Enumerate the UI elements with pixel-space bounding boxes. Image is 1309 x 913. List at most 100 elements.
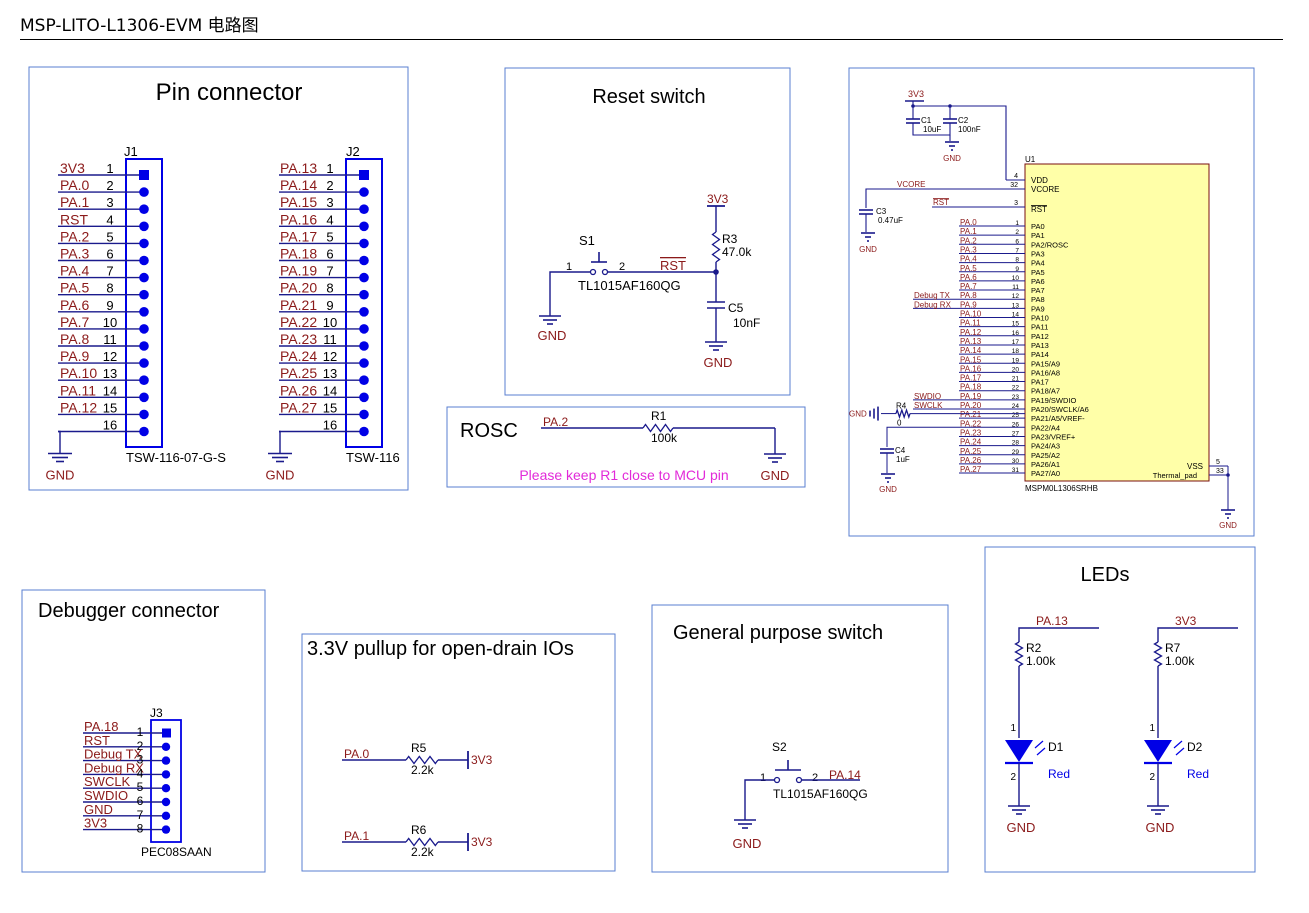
debugger-pin-dot	[161, 742, 171, 751]
led-r-ref: R2	[1026, 641, 1042, 655]
mcu-r4-val: 0	[897, 419, 902, 428]
reset-sw-pin1: 1	[566, 261, 572, 273]
j2-pin-dot	[359, 409, 369, 420]
j1-pin-number: 9	[106, 298, 113, 313]
reset-switch-contact-a	[589, 268, 597, 276]
debugger-pin-number: 4	[137, 766, 144, 780]
j2-net-label: PA.24	[280, 348, 317, 364]
mcu-port-net: PA.4	[960, 255, 977, 264]
gp-switch-title: General purpose switch	[673, 622, 883, 644]
j2-pin-number: 11	[323, 332, 337, 347]
j1-net-label: PA.11	[60, 382, 96, 398]
mcu-port-name: PA19/SWDIO	[1031, 396, 1076, 405]
j1-pin-number: 5	[106, 229, 113, 244]
mcu-port-net: PA.17	[960, 374, 982, 383]
j2-pin-number: 2	[326, 178, 333, 193]
mcu-frame	[848, 67, 1255, 537]
led-diode-icon	[1144, 740, 1172, 762]
mcu-port-name: PA13	[1031, 341, 1049, 350]
mcu-c4-wire	[886, 426, 959, 447]
mcu-body	[1024, 163, 1210, 482]
j2-pin-number: 3	[326, 195, 333, 210]
debugger-body	[150, 719, 182, 843]
j2-net-label: PA.16	[280, 211, 317, 227]
j1-pin-dot	[139, 221, 149, 232]
mcu-port-name: PA21/A5/VREF-	[1031, 414, 1085, 423]
j1-pin-number: 11	[103, 332, 117, 347]
reset-r3-ref: R3	[722, 232, 738, 246]
rosc-title: ROSC	[460, 420, 518, 442]
debugger-part: PEC08SAAN	[141, 845, 212, 859]
mcu-vdd-name: VDD	[1031, 176, 1048, 185]
gp-net-label: PA.14	[829, 768, 861, 782]
j1-pin1-square	[139, 170, 149, 180]
j2-net-label: PA.17	[280, 228, 317, 244]
pullup-vcc-label: 3V3	[471, 835, 493, 849]
j2-pin-dot	[359, 255, 369, 266]
j1-net-label: PA.1	[60, 194, 90, 210]
title-rule	[20, 39, 1283, 40]
j2-pin-dot	[359, 358, 369, 368]
mcu-port-name: PA7	[1031, 286, 1045, 295]
debugger-ref: J3	[150, 706, 163, 720]
mcu-vcore-name: VCORE	[1031, 185, 1059, 194]
j2-pin-number: 6	[326, 247, 333, 262]
led-resistor	[1153, 641, 1163, 667]
gp-sw-pin1: 1	[760, 772, 766, 784]
j1-pin-number: 3	[106, 195, 113, 210]
led-top-wire	[1018, 627, 1099, 642]
j1-part: TSW-116-07-G-S	[126, 450, 226, 465]
gp-switch-contact-b	[795, 776, 803, 784]
j2-net-label: PA.13	[280, 160, 317, 176]
mcu-port-ext-label: Debug TX	[914, 291, 951, 300]
mcu-port-net: PA.18	[960, 383, 982, 392]
mcu-port-pin-number: 14	[1012, 312, 1020, 319]
mcu-port-name: PA24/A3	[1031, 442, 1060, 451]
j1-pin-dot	[139, 324, 149, 334]
mcu-caps-gnd-wire	[912, 123, 951, 136]
j2-pin-number: 15	[323, 400, 337, 415]
j1-net-label: PA.5	[60, 280, 90, 296]
debugger-net-label: 3V3	[84, 816, 107, 831]
leds-frame	[984, 546, 1256, 873]
mcu-port-net: PA.11	[960, 319, 981, 328]
mcu-port-net: PA.19	[960, 392, 982, 401]
led-ray-icon	[1034, 740, 1044, 749]
mcu-port-pin-number: 19	[1012, 357, 1020, 364]
mcu-vdd-pin-number: 4	[1014, 173, 1018, 180]
j1-pin-number: 12	[103, 349, 117, 364]
debugger-pin-number: 2	[137, 739, 144, 753]
led-pin1: 1	[1010, 723, 1016, 734]
rosc-note: Please keep R1 close to MCU pin	[519, 467, 728, 483]
mcu-port-name: PA5	[1031, 268, 1045, 277]
j1-pin-number: 4	[106, 212, 113, 227]
mcu-vcore-pin-number: 32	[1010, 182, 1018, 189]
rosc-r1-ref: R1	[651, 409, 667, 423]
j2-pin-number: 4	[326, 212, 333, 227]
mcu-port-net: PA.16	[960, 364, 982, 373]
led-top-wire	[1157, 627, 1238, 642]
led-d-ref: D2	[1187, 740, 1203, 754]
j2-net-label: PA.22	[280, 314, 317, 330]
mcu-port-name: PA16/A8	[1031, 368, 1060, 377]
j1-net-label: PA.12	[60, 399, 97, 415]
j1-pin-dot	[139, 238, 149, 249]
debugger-net-label: SWDIO	[84, 788, 128, 803]
reset-r3-val: 47.0k	[722, 245, 752, 259]
led-pin1: 1	[1149, 723, 1155, 734]
mcu-port-ext-label: Debug RX	[914, 300, 952, 309]
led-resistor	[1014, 641, 1024, 667]
j2-pin-dot	[359, 426, 369, 437]
j1-net-label: PA.7	[60, 314, 90, 330]
debugger-pin-number: 1	[137, 725, 144, 739]
j2-pin-number: 9	[326, 298, 333, 313]
rosc-r1-resistor	[642, 423, 674, 433]
reset-c5-gnd-label: GND	[704, 355, 733, 370]
led-r-ref: R7	[1165, 641, 1181, 655]
mcu-port-pin-number: 7	[1015, 247, 1019, 254]
j2-net-label: PA.19	[280, 263, 317, 279]
led-r-val: 1.00k	[1026, 654, 1056, 668]
j1-pin-dot	[139, 289, 149, 300]
rosc-gnd-label: GND	[761, 468, 790, 483]
debugger-pin-dot	[161, 756, 171, 765]
